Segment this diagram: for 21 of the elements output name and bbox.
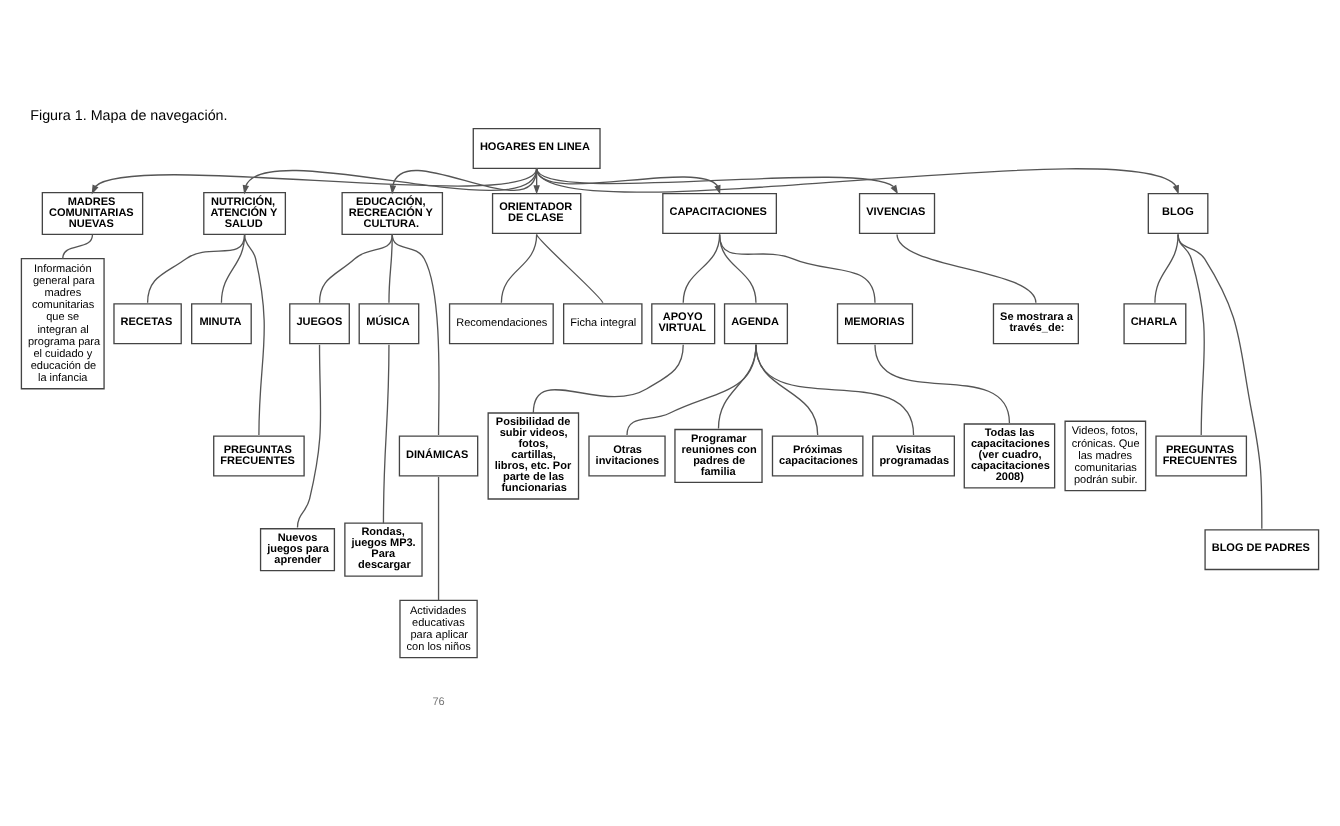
connector [536,233,604,304]
connector [318,233,393,304]
connector [1154,233,1179,304]
connector [391,233,440,436]
connector [388,233,393,304]
connector [532,344,684,414]
connector [296,344,322,529]
connector [500,233,538,304]
connector [896,233,1037,304]
connector [243,233,265,436]
connector [437,476,440,601]
connector [874,344,1011,424]
connector [220,233,246,304]
connector [382,344,390,524]
connector [626,344,757,436]
connector [755,344,915,436]
connector [718,233,876,304]
connector [1177,233,1263,530]
connector [62,233,94,260]
connector [146,233,246,304]
connector [717,344,757,430]
